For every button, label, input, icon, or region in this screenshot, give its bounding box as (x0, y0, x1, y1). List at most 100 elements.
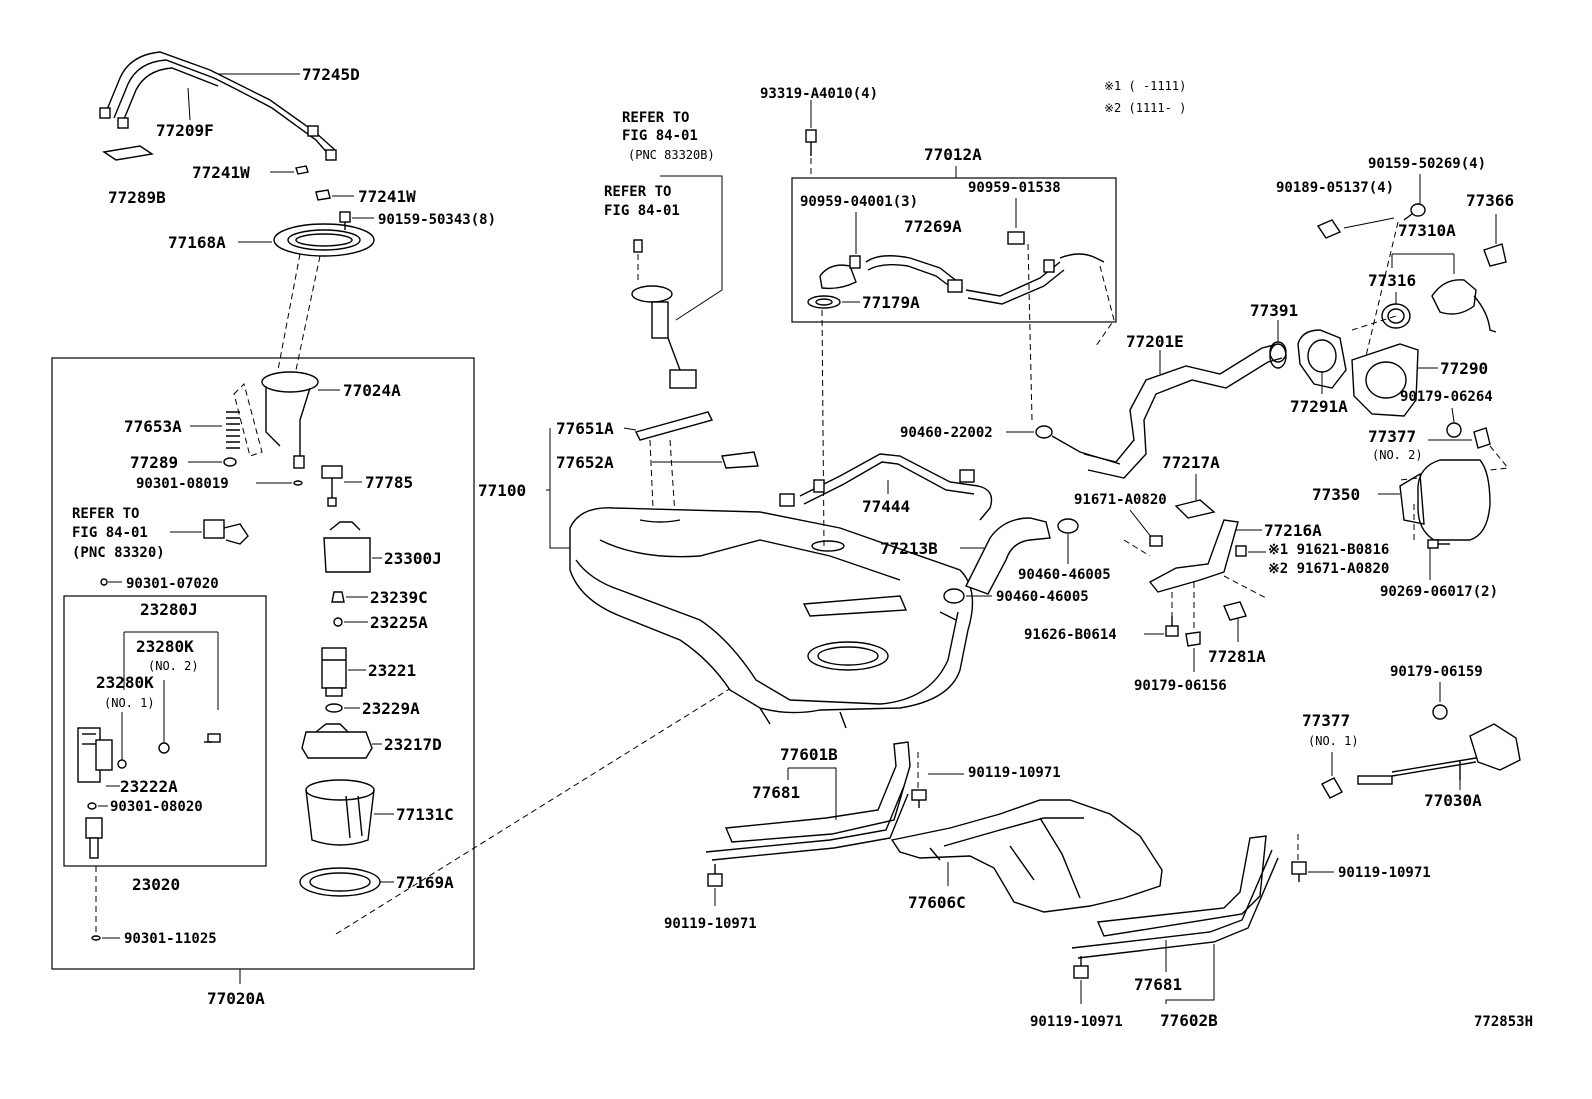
label-77213B: 77213B (880, 539, 938, 558)
label-23222A: 23222A (120, 777, 178, 796)
label-90269-06017: 90269-06017(2) (1380, 584, 1498, 600)
label-77681-b: 77681 (1134, 975, 1182, 994)
label-90301-08020: 90301-08020 (110, 799, 203, 815)
filler-neck-inlet (1297, 329, 1347, 389)
bolt-90159-50343 (339, 211, 351, 230)
label-77316: 77316 (1368, 271, 1416, 290)
bolt-90119-b (707, 864, 723, 887)
clip-90460-22002 (1035, 425, 1053, 439)
label-77289: 77289 (130, 453, 178, 472)
pressure-regulator-box (63, 595, 267, 867)
lid-spring-no1 (1321, 777, 1343, 799)
label-77366: 77366 (1466, 191, 1514, 210)
label-90301-07020: 90301-07020 (126, 576, 219, 592)
tank-strap-rear (1071, 835, 1279, 959)
fuel-tank (569, 507, 974, 729)
label-77602B: 77602B (1160, 1011, 1218, 1030)
bolt-93319 (805, 129, 817, 156)
bolt-91621 (1235, 545, 1247, 557)
label-77310A: 77310A (1398, 221, 1456, 240)
label-90959-01538: 90959-01538 (968, 180, 1061, 196)
fuel-suction-filter (301, 723, 373, 759)
bolt-91671-a (1149, 535, 1163, 547)
label-77377-no1: 77377 (1302, 711, 1350, 730)
clip-90179-06156 (1185, 631, 1201, 647)
label-77100: 77100 (478, 481, 526, 500)
label-23217D: 23217D (384, 735, 442, 754)
label-77444: 77444 (862, 497, 910, 516)
label-77377-no2: 77377 (1368, 427, 1416, 446)
label-77030A: 77030A (1424, 791, 1482, 810)
label-no1-b: (NO. 1) (1308, 734, 1359, 748)
label-91626-B0614: 91626-B0614 (1024, 627, 1117, 643)
ref2-line2: FIG 84-01 (604, 203, 680, 219)
note-2: ※2 (1111- ) (1104, 101, 1186, 115)
fuel-sender-gauge-unit (261, 371, 319, 469)
tank-protector (890, 799, 1163, 913)
label-90460-46005-a: 90460-46005 (1018, 567, 1111, 583)
label-77291A: 77291A (1290, 397, 1348, 416)
label-23300J: 23300J (384, 549, 442, 568)
label-90119-10971-c: 90119-10971 (1338, 865, 1431, 881)
label-no2-a: (NO. 2) (148, 659, 199, 673)
label-77241W-a: 77241W (192, 163, 250, 182)
label-91671-A0820-a: 91671-A0820 (1074, 492, 1167, 508)
fuel-tank-cap (1431, 279, 1497, 333)
fuel-filler-lid (1399, 459, 1491, 541)
screw-90159-50269 (1403, 203, 1426, 221)
tank-strap-front (705, 741, 911, 861)
label-77179A: 77179A (862, 293, 920, 312)
breather-tube (779, 453, 993, 521)
ref3-line1: REFER TO (72, 506, 139, 522)
label-77681-a: 77681 (752, 783, 800, 802)
label-77201E: 77201E (1126, 332, 1184, 351)
label-77245D: 77245D (302, 65, 360, 84)
label-23229A: 23229A (362, 699, 420, 718)
label-77168A: 77168A (168, 233, 226, 252)
fuel-sender-connector (321, 465, 343, 507)
clip-90179-06264 (1446, 422, 1462, 438)
pressure-regulator (77, 727, 113, 783)
label-77012A: 77012A (924, 145, 982, 164)
label-77020A: 77020A (207, 989, 265, 1008)
label-90159-50343: 90159-50343(8) (378, 212, 496, 228)
label-77652A: 77652A (556, 453, 614, 472)
fuel-filter-outlet (85, 817, 103, 859)
label-90179-06264: 90179-06264 (1400, 389, 1493, 405)
fuel-pump-assembly-box (51, 357, 475, 970)
fuel-cap-gasket (1381, 303, 1411, 329)
ref1-line3: (PNC 83320B) (628, 148, 715, 162)
label-93319: 93319-A4010(4) (760, 86, 878, 102)
bolt-90119-c (1291, 861, 1307, 882)
ref3-line2: FIG 84-01 (72, 525, 148, 541)
fuel-pump-motor (321, 647, 347, 697)
label-77241W-b: 77241W (358, 187, 416, 206)
vent-valve-hoses (819, 231, 1105, 305)
label-77209F: 77209F (156, 121, 214, 140)
label-77290: 77290 (1440, 359, 1488, 378)
filler-hose (965, 517, 1051, 595)
ref1-line1: REFER TO (622, 110, 689, 126)
ref1-line2: FIG 84-01 (622, 128, 698, 144)
bolt-90119-a (911, 789, 927, 808)
label-90460-46005-b: 90460-46005 (996, 589, 1089, 605)
filler-pipe-clamp (1174, 499, 1216, 519)
fuel-pump-harness-ref (203, 519, 249, 545)
diagram-id: 772853H (1474, 1014, 1533, 1030)
label-77217A: 77217A (1162, 453, 1220, 472)
label-no2-b: (NO. 2) (1372, 448, 1423, 462)
fuel-pump-retainer-ring (273, 223, 375, 257)
label-23020: 23020 (132, 875, 180, 894)
label-91671-A0820-b: ※2 91671-A0820 (1268, 561, 1389, 577)
label-77281A: 77281A (1208, 647, 1266, 666)
ref2-line1: REFER TO (604, 184, 671, 200)
fuel-pump-cup (305, 779, 375, 846)
label-23221: 23221 (368, 661, 416, 680)
bolt-90119-d (1073, 956, 1089, 979)
label-90301-11025: 90301-11025 (124, 931, 217, 947)
lid-lock-control-assy (1357, 723, 1521, 785)
label-90179-06159: 90179-06159 (1390, 664, 1483, 680)
fuel-pump-case (323, 521, 371, 573)
label-77651A: 77651A (556, 419, 614, 438)
